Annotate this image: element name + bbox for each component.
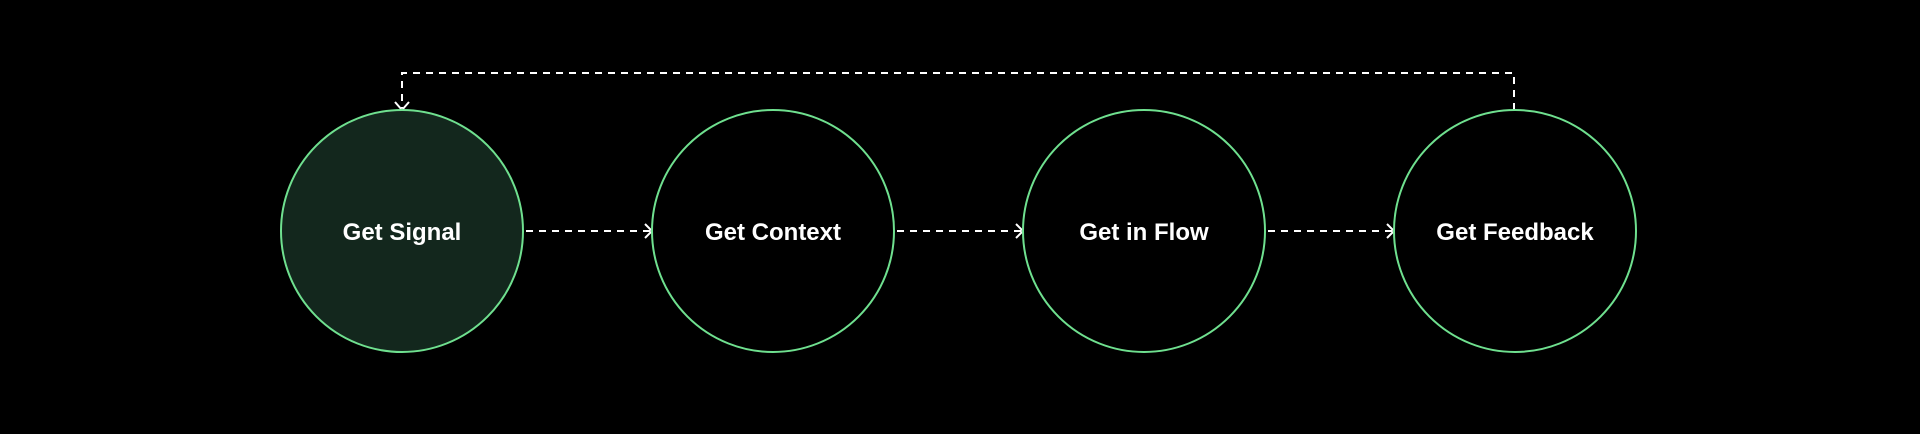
node-label: Get Signal [343, 219, 462, 246]
node-circle [1022, 109, 1266, 353]
node-get-feedback[interactable]: Get Feedback [1393, 109, 1637, 353]
node-circle [280, 109, 524, 353]
feedback-loop-connector [401, 72, 1515, 110]
node-label: Get in Flow [1079, 219, 1209, 246]
node-circle [1393, 109, 1637, 353]
node-get-context[interactable]: Get Context [651, 109, 895, 353]
node-label: Get Feedback [1436, 219, 1594, 246]
node-label: Get Context [705, 219, 841, 246]
node-get-signal[interactable]: Get Signal [280, 109, 524, 353]
node-get-in-flow[interactable]: Get in Flow [1022, 109, 1266, 353]
node-circle [651, 109, 895, 353]
feedback-loop-arrowhead [394, 101, 410, 112]
